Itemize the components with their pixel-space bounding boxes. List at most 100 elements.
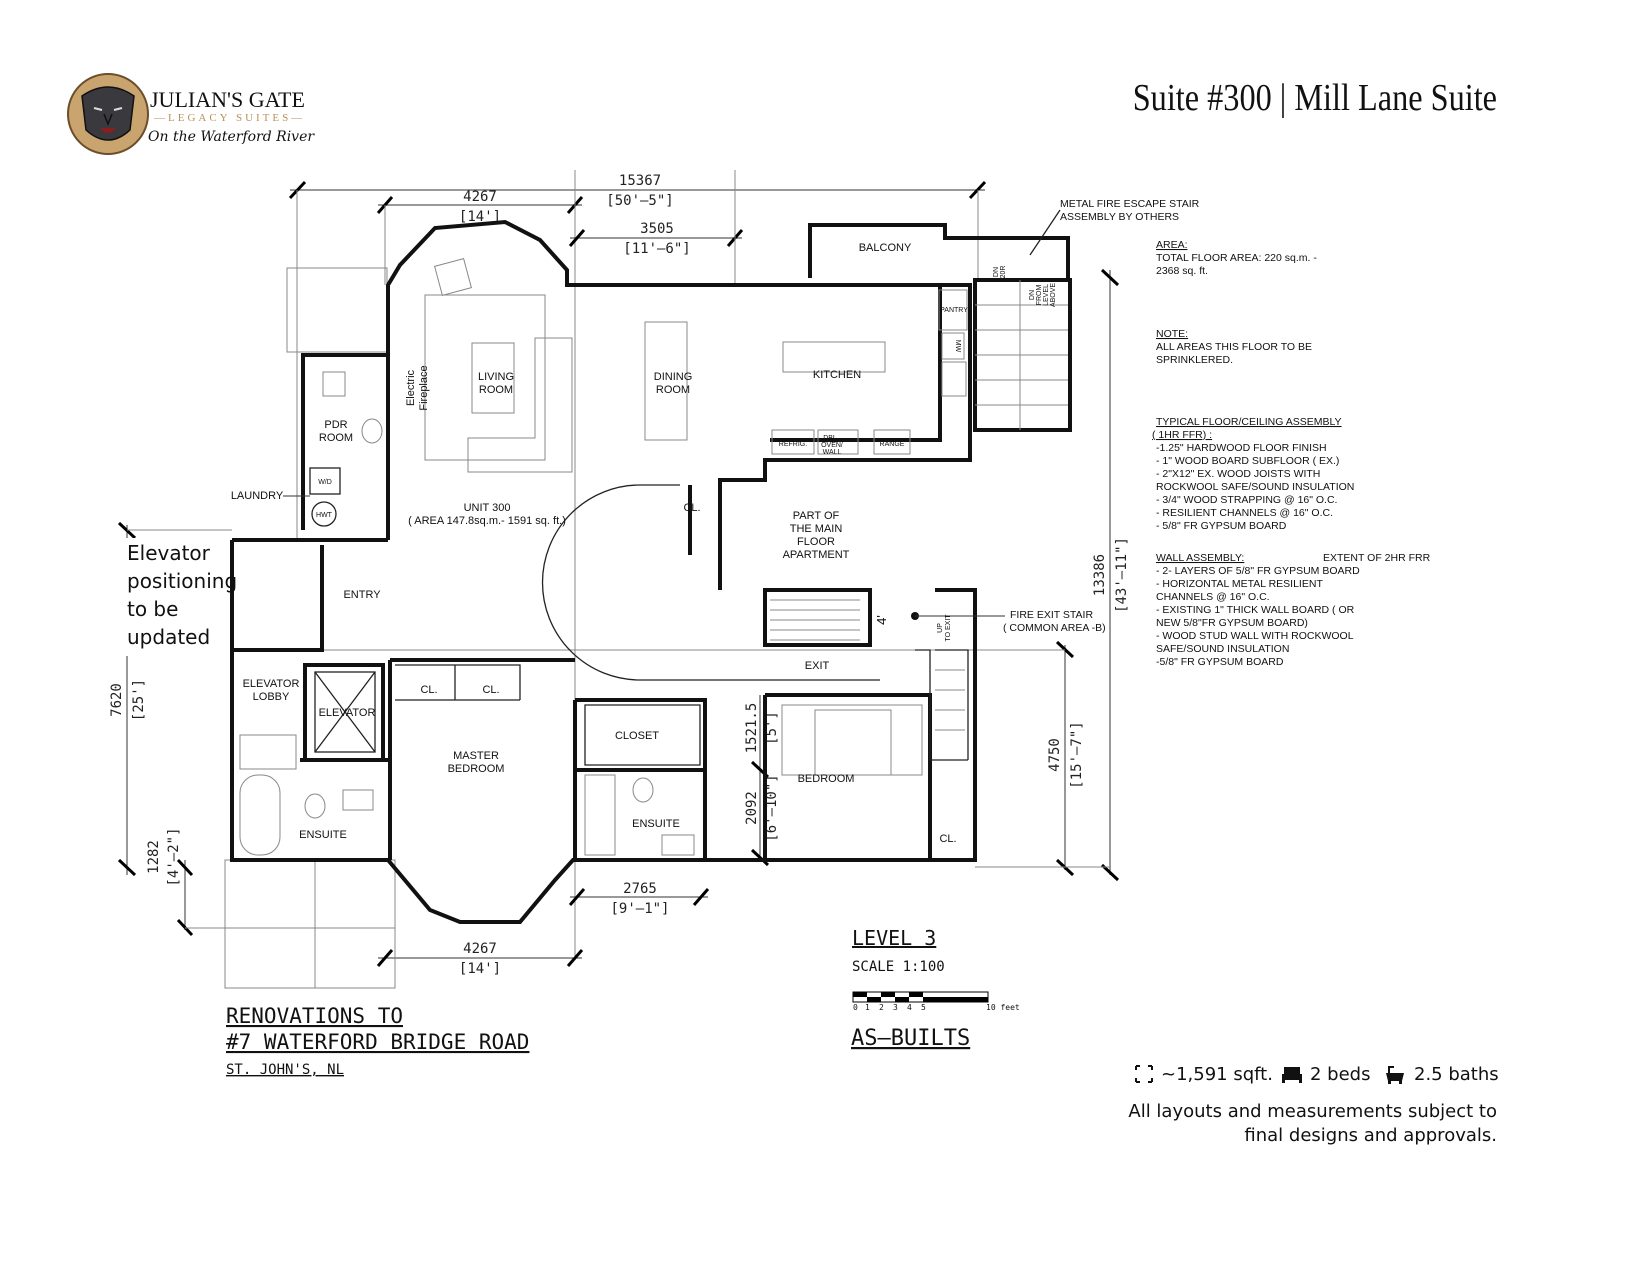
label-main-apartment-2: THE MAIN	[790, 523, 843, 535]
label-elevator: ELEVATOR	[319, 707, 376, 719]
label-closet-2: CL.	[482, 684, 499, 696]
scale-tick: 1	[865, 1003, 870, 1012]
furniture	[239, 209, 1068, 856]
label-dn-from-above-3: LEVEL	[1043, 284, 1050, 306]
label-range: RANGE	[880, 441, 905, 448]
notes-wall-line: NEW 5/8"FR GYPSUM BOARD)	[1156, 617, 1308, 629]
label-pantry: PANTRY	[940, 307, 968, 314]
label-wd: W/D	[318, 479, 332, 486]
scale-tick: 3	[893, 1003, 898, 1012]
room-labels: LIVING ROOM DINING ROOM KITCHEN BALCONY …	[231, 242, 1057, 845]
notes-wall-line: -5/8" FR GYPSUM BOARD	[1156, 656, 1284, 668]
notes-wall-line: SAFE/SOUND INSULATION	[1156, 643, 1289, 655]
notes-panel: AREA: TOTAL FLOOR AREA: 220 sq.m. - 2368…	[1152, 239, 1431, 668]
dim-right-lower: 4750	[1047, 738, 1063, 772]
label-main-apartment-3: FLOOR	[797, 536, 835, 548]
label-bedroom: BEDROOM	[798, 773, 855, 785]
label-hwt: HWT	[316, 512, 333, 519]
label-master-bedroom: MASTER	[453, 750, 499, 762]
dim-dining-imperial: [11'–6"]	[623, 241, 690, 257]
notes-note-line: SPRINKLERED.	[1156, 354, 1233, 366]
dim-left-small-imperial: [4'–2"]	[166, 827, 182, 886]
label-dining-room: DINING	[654, 371, 693, 383]
notes-wall-extent: EXTENT OF 2HR FRR	[1323, 552, 1431, 564]
notes-floor-line: - 3/4" WOOD STRAPPING @ 16" O.C.	[1156, 494, 1337, 506]
label-oven: DBL	[823, 435, 837, 442]
label-living-room: LIVING	[478, 371, 514, 383]
dim-overall-width-imperial: [50'–5"]	[606, 193, 673, 209]
label-dn-from-above: DN	[1029, 290, 1036, 300]
label-main-apartment: PART OF	[793, 510, 840, 522]
unit-stats: ~1,591 sqft. 2 beds 2.5 baths	[1135, 1064, 1499, 1085]
label-closet-1: CL.	[420, 684, 437, 696]
project-city: ST. JOHN'S, NL	[226, 1062, 344, 1078]
label-unit: UNIT 300	[464, 502, 511, 514]
elevator-note-line: updated	[127, 625, 210, 649]
notes-floor-line: ROCKWOOL SAFE/SOUND INSULATION	[1156, 481, 1354, 493]
notes-wall-line: - EXISTING 1" THICK WALL BOARD ( OR	[1156, 604, 1355, 616]
notes-floor-line: - 2"X12" EX. WOOD JOISTS WITH	[1156, 468, 1320, 480]
walls	[230, 219, 1072, 924]
elevator-note-line: Elevator	[127, 541, 211, 565]
label-refrig: REFRIG.	[779, 441, 807, 448]
label-stair-width: 4'	[874, 615, 889, 625]
stat-beds: 2 beds	[1310, 1064, 1370, 1085]
label-dn-20r-2: 20R	[1000, 266, 1007, 279]
notes-note-heading: NOTE:	[1156, 328, 1188, 340]
callout-fire-escape-2: ASSEMBLY BY OTHERS	[1060, 211, 1179, 223]
label-exit: EXIT	[805, 660, 830, 672]
label-living-room-2: ROOM	[479, 384, 513, 396]
label-elevator-lobby: ELEVATOR	[243, 678, 300, 690]
as-builts-label: AS—BUILTS	[851, 1026, 970, 1051]
lion-head-icon	[67, 73, 149, 155]
dim-left-small: 1282	[146, 840, 162, 874]
dim-top-bay-imperial: [14']	[459, 209, 501, 225]
dim-right-lower-imperial: [15'–7"]	[1069, 721, 1085, 788]
label-dn-from-above-2: FROM	[1036, 285, 1043, 306]
bathtub-icon	[1386, 1066, 1404, 1084]
dim-ensuite: 2092	[744, 791, 760, 825]
label-pdr-room: PDR	[324, 419, 347, 431]
notes-note-line: ALL AREAS THIS FLOOR TO BE	[1156, 341, 1312, 353]
level-label: LEVEL 3	[852, 926, 936, 950]
dim-dining: 3505	[640, 221, 674, 237]
notes-floor-line: - 1" WOOD BOARD SUBFLOOR ( EX.)	[1156, 455, 1339, 467]
label-fireplace-2: Fireplace	[418, 365, 430, 410]
bed-icon	[1282, 1067, 1302, 1083]
dim-bottom-bay: 4267	[463, 941, 497, 957]
dim-overall-width: 15367	[619, 173, 661, 189]
notes-wall-line: - HORIZONTAL METAL RESILIENT	[1156, 578, 1323, 590]
dim-left: 7620	[109, 683, 125, 717]
label-dn-from-above-4: ABOVE	[1050, 283, 1057, 307]
label-elevator-lobby-2: LOBBY	[253, 691, 290, 703]
notes-floor-heading-2: ( 1HR FFR) :	[1152, 429, 1212, 441]
stat-area: ~1,591 sqft.	[1161, 1064, 1273, 1085]
fire-stair-treads	[770, 280, 1068, 731]
dim-bottom-ensuite-imperial: [9'–1"]	[610, 901, 669, 917]
scale-label: SCALE 1:100	[852, 959, 945, 975]
dim-bottom-ensuite: 2765	[623, 881, 657, 897]
label-closet-3: CL.	[683, 502, 700, 514]
label-master-bedroom-2: BEDROOM	[448, 763, 505, 775]
label-laundry: LAUNDRY	[231, 490, 284, 502]
dim-closet-imperial: [5']	[764, 711, 780, 745]
page-title: Suite #300 | Mill Lane Suite	[1133, 77, 1497, 119]
dim-closet: 1521.5	[744, 703, 760, 754]
label-walk-in-closet: CLOSET	[615, 730, 659, 742]
elevator-note-line: positioning	[127, 569, 237, 593]
scale-tick: 2	[879, 1003, 884, 1012]
notes-floor-line: -1.25" HARDWOOD FLOOR FINISH	[1156, 442, 1327, 454]
notes-floor-heading: TYPICAL FLOOR/CEILING ASSEMBLY	[1156, 416, 1342, 428]
label-oven-2: OVEN/	[821, 442, 843, 449]
elevator-note-line: to be	[127, 597, 178, 621]
label-closet-4: CL.	[939, 833, 956, 845]
callout-fire-escape: METAL FIRE ESCAPE STAIR	[1060, 198, 1200, 210]
label-kitchen: KITCHEN	[813, 369, 861, 381]
logo-tagline: On the Waterford River	[148, 129, 315, 145]
notes-area-line: 2368 sq. ft.	[1156, 265, 1208, 277]
callout-fire-exit: FIRE EXIT STAIR	[1010, 609, 1093, 621]
label-dining-room-2: ROOM	[656, 384, 690, 396]
label-dn-20r: DN	[993, 267, 1000, 277]
notes-area-line: TOTAL FLOOR AREA: 220 sq.m. -	[1156, 252, 1317, 264]
expand-icon	[1135, 1065, 1153, 1083]
